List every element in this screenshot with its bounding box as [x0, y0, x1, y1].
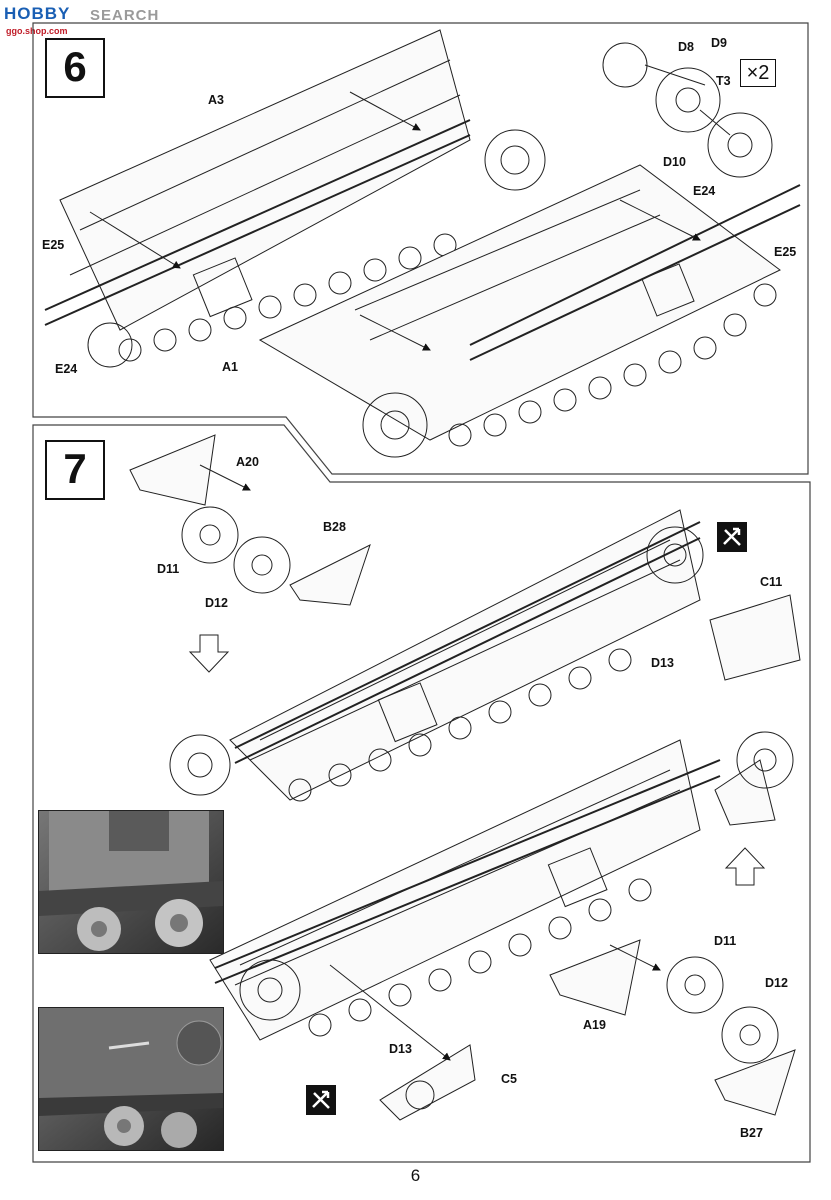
step7-top-sprocket-assembly: [129, 434, 371, 606]
step6-frame: [32, 22, 809, 475]
watermark: HOBBY SEARCH ggo.shop.com: [4, 4, 164, 38]
page-number: 6: [410, 1166, 421, 1185]
reference-photo-bottom: [38, 1007, 224, 1151]
label-d11-bottom: D11: [714, 934, 737, 948]
label-a19: A19: [583, 1018, 606, 1032]
step7-lower-roadwheels: [239, 731, 794, 1121]
step6-lower-hull-side: [258, 164, 801, 441]
watermark-search-text: SEARCH: [90, 7, 160, 24]
label-a20: A20: [236, 455, 259, 469]
step-number-7: 7: [45, 440, 105, 500]
label-d10: D10: [663, 155, 686, 169]
watermark-site: ggo.shop.com: [6, 26, 68, 36]
step7-down-arrow: [188, 634, 230, 673]
reference-photo-top: [38, 810, 224, 954]
label-d9: D9: [711, 36, 727, 50]
step6-upper-hull-side: [44, 29, 471, 331]
watermark-logo: HOBBY: [4, 4, 71, 23]
step7-upper-roadwheels: [169, 526, 704, 802]
step7-upper-hull-side: [229, 509, 801, 801]
label-a1: A1: [222, 360, 238, 374]
step7-up-arrow: [724, 847, 766, 886]
label-c11: C11: [760, 575, 783, 589]
rotate-view-icon-top: [717, 522, 747, 552]
label-t3: T3: [716, 74, 731, 88]
label-a3: A3: [208, 93, 224, 107]
label-d8: D8: [678, 40, 694, 54]
label-e25-right: E25: [774, 245, 797, 259]
step7-bottom-sprocket-assembly: [549, 939, 796, 1116]
label-b28: B28: [323, 520, 346, 534]
step7-frame: [32, 424, 811, 1163]
step7-lower-hull-side: [209, 739, 776, 1041]
label-c5: C5: [501, 1072, 517, 1086]
label-d12-bottom: D12: [765, 976, 788, 990]
rotate-view-icon-bottom: [306, 1085, 336, 1115]
label-d11-top: D11: [157, 562, 180, 576]
step6-lower-roadwheels: [362, 283, 777, 458]
step6-sprocket-assembly: [602, 42, 773, 178]
label-e25-left: E25: [42, 238, 65, 252]
label-e24-top: E24: [693, 184, 716, 198]
label-d12-top: D12: [205, 596, 228, 610]
label-b27: B27: [740, 1126, 763, 1140]
step-number-6: 6: [45, 38, 105, 98]
label-d13-top: D13: [651, 656, 674, 670]
label-e24-left: E24: [55, 362, 78, 376]
label-d13-bottom: D13: [389, 1042, 412, 1056]
quantity-multiplier: ×2: [740, 59, 776, 87]
